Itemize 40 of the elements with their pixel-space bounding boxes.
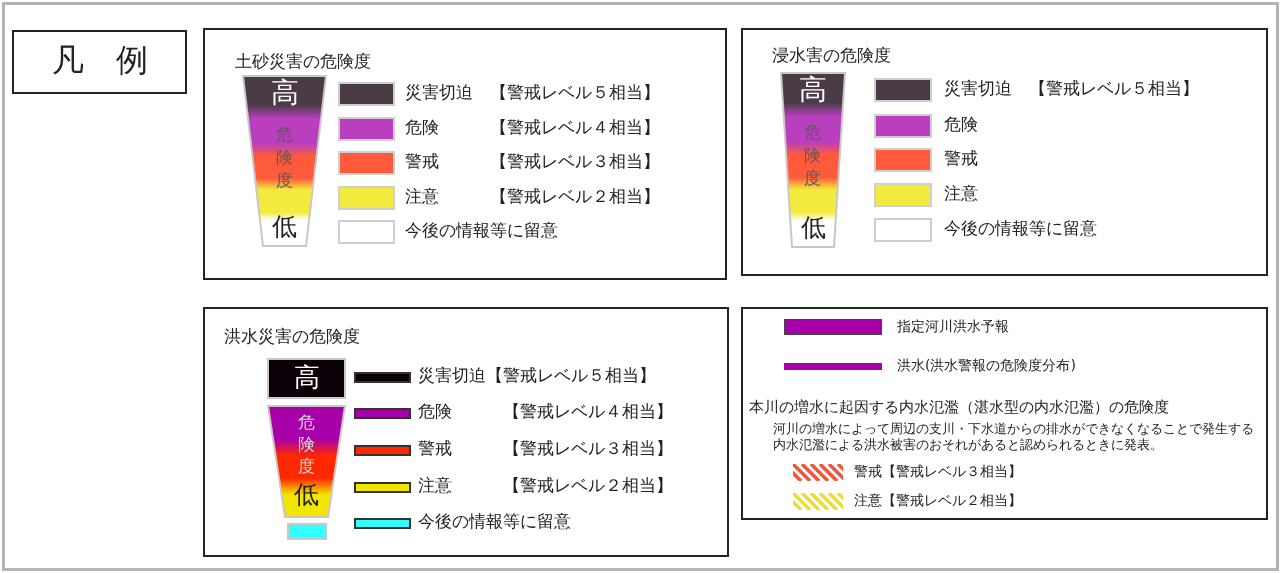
level-label: 高 [798, 74, 828, 107]
legend-label: 災害切迫【警戒レベル５相当】 [418, 366, 656, 386]
level-label: 危険度 [298, 411, 316, 478]
level-label: 高 [292, 363, 321, 393]
legend-panel [741, 28, 1268, 276]
legend-label: 危険 【警戒レベル４相当】 [418, 402, 673, 422]
legend-panel [203, 28, 727, 280]
legend-label: 危険 [944, 115, 978, 135]
panel-heading: 土砂災害の危険度 [235, 52, 371, 72]
legend-label: 注意 【警戒レベル２相当】 [405, 187, 660, 207]
level-label: 低 [293, 481, 320, 510]
legend-label: 警戒【警戒レベル３相当】 [854, 463, 1022, 480]
legend-label: 指定河川洪水予報 [897, 318, 1009, 335]
level-label: 低 [799, 214, 827, 243]
legend-label: 警戒 【警戒レベル３相当】 [405, 152, 660, 172]
legend-label: 警戒 【警戒レベル３相当】 [418, 439, 673, 459]
legend-label: 注意【警戒レベル２相当】 [854, 492, 1022, 509]
legend-label: 今後の情報等に留意 [405, 221, 558, 241]
legend-label: 災害切迫 【警戒レベル５相当】 [405, 83, 660, 103]
panel-heading: 浸水害の危険度 [772, 46, 891, 66]
legend-label: 危険 【警戒レベル４相当】 [405, 118, 660, 138]
legend-label: 注意 【警戒レベル２相当】 [418, 476, 673, 496]
note-text: 河川の増水によって周辺の支川・下水道からの排水ができなくなることで発生する内水氾濫による洪水被害のおそれがあると認められるときに発表。 [773, 421, 1255, 454]
legend-panel [741, 307, 1268, 520]
level-label: 高 [269, 77, 300, 110]
legend-panel [203, 307, 729, 557]
legend-label: 今後の情報等に留意 [418, 512, 571, 532]
title-box [12, 30, 187, 94]
legend-label: 注意 [944, 184, 978, 204]
level-box [287, 523, 327, 540]
level-label: 危険度 [276, 123, 294, 192]
section-heading: 本川の増水に起因する内水氾濫（湛水型の内水氾濫）の危険度 [749, 399, 1169, 417]
legend-label: 今後の情報等に留意 [944, 219, 1097, 239]
legend-title: 凡 例 [50, 42, 149, 79]
legend-label: 洪水(洪水警報の危険度分布) [897, 357, 1076, 374]
legend-label: 警戒 [944, 149, 978, 169]
panel-heading: 洪水災害の危険度 [224, 327, 360, 347]
legend-label: 災害切迫 【警戒レベル５相当】 [944, 79, 1199, 99]
level-label: 低 [271, 213, 298, 242]
level-label: 危険度 [804, 121, 822, 190]
